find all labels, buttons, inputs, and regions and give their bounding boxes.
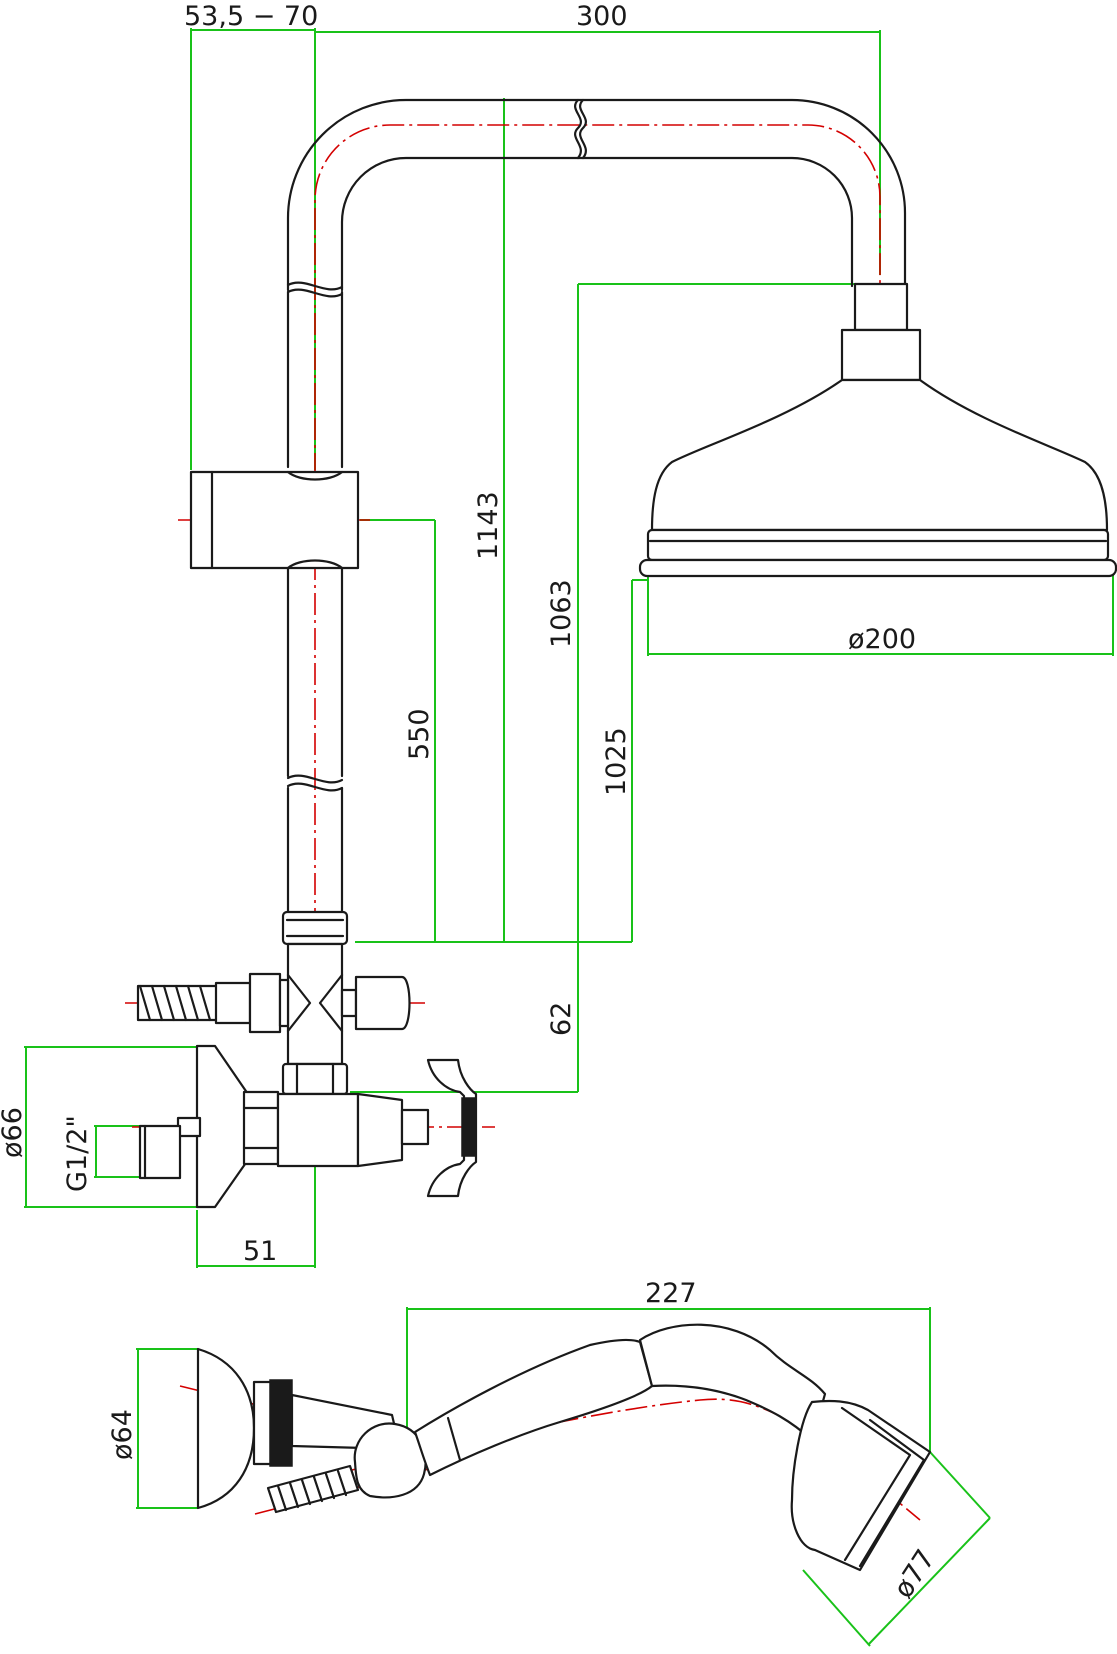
center-lines bbox=[125, 124, 921, 1521]
handset-hose bbox=[266, 1464, 360, 1514]
dim-handset-length: 227 bbox=[645, 1278, 697, 1309]
dim-riser-height: 1143 bbox=[473, 491, 504, 560]
dim-holder-diameter: ø64 bbox=[107, 1409, 138, 1460]
dim-arm-reach: 300 bbox=[576, 1, 628, 32]
dim-rose-diameter: ø200 bbox=[848, 624, 916, 655]
diverter-body bbox=[136, 910, 411, 1066]
dim-inlet-projection: 51 bbox=[243, 1236, 277, 1267]
dim-wall-offset: 53,5 − 70 bbox=[184, 1, 318, 32]
handset bbox=[266, 1323, 932, 1572]
dim-handset-head-diameter: ø77 bbox=[888, 1544, 942, 1604]
elbow-valve bbox=[138, 1044, 478, 1209]
dim-inlet-thread: G1/2" bbox=[62, 1115, 93, 1192]
dim-valve-to-riser: 62 bbox=[546, 1002, 577, 1036]
dim-flange-diameter: ø66 bbox=[0, 1107, 28, 1158]
sliding-holder bbox=[189, 470, 360, 570]
riser-and-arm bbox=[286, 98, 907, 914]
dim-head-bottom-height: 1025 bbox=[601, 727, 632, 796]
dimension-labels: 53,5 − 70 300 1143 1063 1025 550 62 ø200… bbox=[0, 1, 942, 1604]
dim-slider-height: 550 bbox=[404, 708, 435, 760]
dim-head-height: 1063 bbox=[546, 579, 577, 648]
shower-rose bbox=[638, 282, 1117, 578]
hose-spiral bbox=[136, 984, 220, 1022]
